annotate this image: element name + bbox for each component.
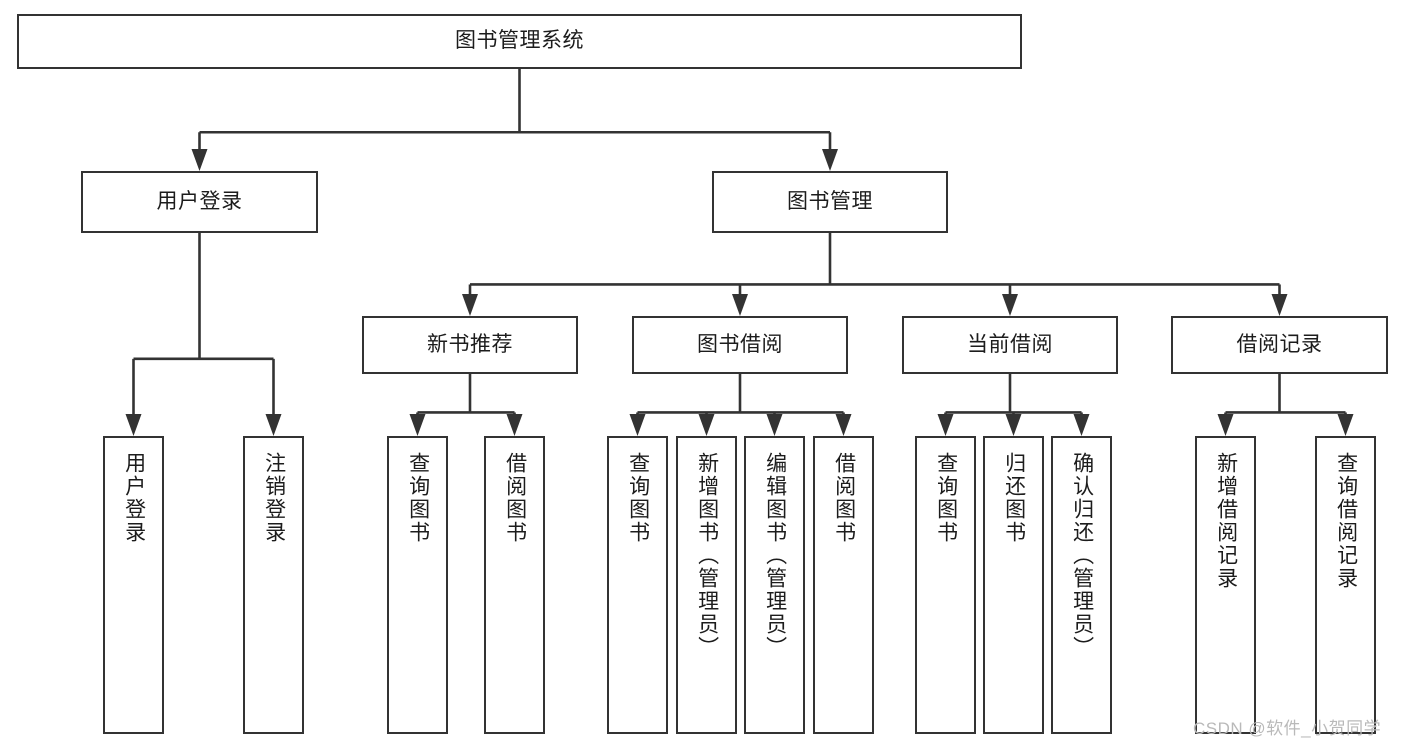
node-leaf-cu-1[interactable]: 查询图书 xyxy=(915,436,976,734)
node-label: 编辑图书（管理员） xyxy=(763,452,787,659)
node-leaf-re-1[interactable]: 新增借阅记录 xyxy=(1195,436,1256,734)
node-label: 归还图书 xyxy=(1002,452,1026,544)
node-label: 图书管理系统 xyxy=(455,29,584,53)
node-leaf-bo-4[interactable]: 借阅图书 xyxy=(813,436,874,734)
csdn-watermark: CSDN @软件_小贺同学 xyxy=(1193,719,1382,738)
node-label: 借阅图书 xyxy=(832,452,856,544)
node-leaf-cu-3[interactable]: 确认归还（管理员） xyxy=(1051,436,1112,734)
node-label: 确认归还（管理员） xyxy=(1070,452,1094,659)
node-leaf-nb-2[interactable]: 借阅图书 xyxy=(484,436,545,734)
node-leaf-bo-2[interactable]: 新增图书（管理员） xyxy=(676,436,737,734)
node-label: 查询图书 xyxy=(406,452,430,544)
node-label: 查询图书 xyxy=(934,452,958,544)
node-leaf-re-2[interactable]: 查询借阅记录 xyxy=(1315,436,1376,734)
node-label: 用户登录 xyxy=(156,189,243,213)
node-newbook[interactable]: 新书推荐 xyxy=(362,316,578,374)
node-label: 新增借阅记录 xyxy=(1214,452,1238,590)
node-login[interactable]: 用户登录 xyxy=(81,171,318,233)
node-label: 查询借阅记录 xyxy=(1334,452,1358,590)
node-label: 当前借阅 xyxy=(967,332,1053,356)
node-current[interactable]: 当前借阅 xyxy=(902,316,1118,374)
node-label: 用户登录 xyxy=(122,452,146,544)
node-records[interactable]: 借阅记录 xyxy=(1171,316,1388,374)
node-leaf-bo-3[interactable]: 编辑图书（管理员） xyxy=(744,436,805,734)
node-borrow[interactable]: 图书借阅 xyxy=(632,316,848,374)
node-leaf-nb-1[interactable]: 查询图书 xyxy=(387,436,448,734)
node-label: 新书推荐 xyxy=(427,332,513,356)
node-label: 借阅图书 xyxy=(503,452,527,544)
node-leaf-login[interactable]: 用户登录 xyxy=(103,436,164,734)
node-label: 新增图书（管理员） xyxy=(695,452,719,659)
node-label: 注销登录 xyxy=(262,452,286,544)
node-leaf-bo-1[interactable]: 查询图书 xyxy=(607,436,668,734)
node-bookmgmt[interactable]: 图书管理 xyxy=(712,171,948,233)
node-label: 图书借阅 xyxy=(697,332,783,356)
node-label: 借阅记录 xyxy=(1236,332,1323,356)
node-root[interactable]: 图书管理系统 xyxy=(17,14,1022,69)
node-label: 查询图书 xyxy=(626,452,650,544)
node-leaf-cu-2[interactable]: 归还图书 xyxy=(983,436,1044,734)
node-leaf-logout[interactable]: 注销登录 xyxy=(243,436,304,734)
node-label: 图书管理 xyxy=(787,189,873,213)
